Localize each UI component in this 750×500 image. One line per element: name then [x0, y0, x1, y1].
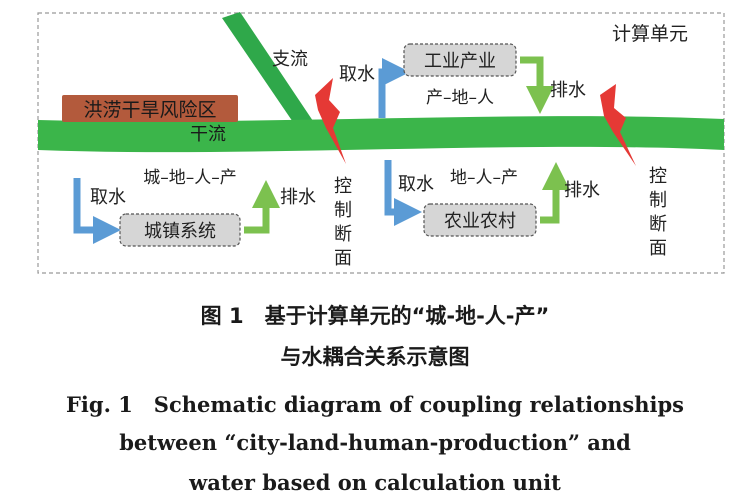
control-section-left-char-2: 制	[334, 200, 352, 221]
town-intake-arrow	[73, 178, 121, 244]
tributary-label: 支流	[272, 49, 308, 70]
control-section-right-char-2: 制	[649, 190, 667, 211]
industry-drainage-label: 排水	[550, 80, 586, 101]
industry-intake-arrow	[378, 58, 410, 118]
industry-system-name: 工业产业	[424, 51, 496, 72]
industry-intake-label: 取水	[339, 64, 375, 85]
control-section-left-icon	[315, 78, 346, 164]
caption-cn-line-1: 图 1 基于计算单元的“城-地-人-产”	[200, 304, 550, 328]
control-section-left-char-1: 控	[334, 176, 352, 197]
town-system-name: 城镇系统	[144, 221, 216, 242]
town-system-box	[119, 213, 241, 247]
caption-en-line-2: between “city-land-human-production” and	[119, 430, 631, 455]
town-intake-label: 取水	[90, 187, 126, 208]
control-section-right-char-3: 断	[649, 214, 667, 235]
agriculture-system-box	[423, 203, 537, 237]
town-drainage-arrow	[244, 180, 280, 234]
industry-drainage-arrow	[520, 56, 554, 114]
control-section-left-label: 控 制 断 面	[334, 176, 352, 269]
town-system-chain: 城–地–人–产	[143, 168, 237, 188]
town-drainage-label: 排水	[280, 187, 316, 208]
diagram: 计算单元 支流 干流 洪涝干旱风险区 控 制 断 面 控 制 断 面 取水 工业…	[37, 12, 725, 274]
main-stream-label: 干流	[190, 124, 226, 145]
risk-zone-box	[62, 95, 238, 122]
control-section-right-label: 控 制 断 面	[649, 166, 667, 259]
control-section-right-char-4: 面	[649, 238, 667, 259]
agriculture-drainage-label: 排水	[564, 180, 600, 201]
main-stream	[38, 116, 724, 153]
caption-en-line-3: water based on calculation unit	[189, 470, 561, 495]
control-section-right-char-1: 控	[649, 166, 667, 187]
agriculture-drainage-arrow	[540, 162, 570, 224]
agriculture-system-chain: 地–人–产	[450, 168, 518, 188]
risk-zone-label: 洪涝干旱风险区	[83, 99, 216, 121]
control-section-left-char-4: 面	[334, 248, 352, 269]
calculation-unit-label: 计算单元	[612, 23, 688, 45]
control-section-right-icon	[600, 84, 636, 166]
caption-en-line-1: Fig. 1 Schematic diagram of coupling rel…	[66, 392, 684, 417]
industry-system-box	[403, 43, 517, 77]
agriculture-intake-arrow	[384, 160, 422, 226]
tributary	[222, 12, 315, 128]
control-section-left-char-3: 断	[334, 224, 352, 245]
caption-cn-line-2: 与水耦合关系示意图	[280, 345, 470, 369]
agriculture-system-name: 农业农村	[444, 211, 516, 232]
industry-system-chain: 产–地–人	[426, 88, 494, 108]
agriculture-intake-label: 取水	[398, 174, 434, 195]
